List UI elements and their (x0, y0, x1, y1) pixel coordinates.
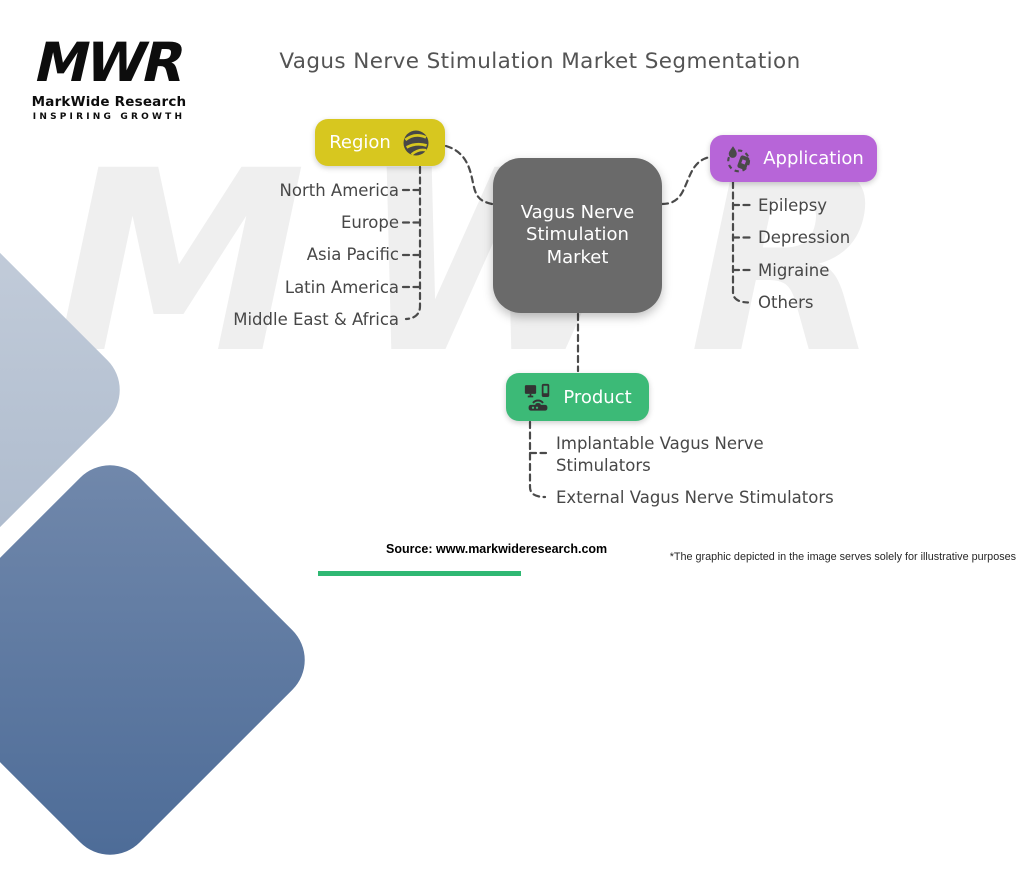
logo-mark: MWR (28, 31, 190, 94)
logo-tagline: INSPIRING GROWTH (32, 112, 186, 122)
product-branch-line (528, 420, 547, 499)
infographic-canvas: MWR MWR MarkWide Research INSPIRING GROW… (0, 31, 1016, 872)
page-title: Vagus Nerve Stimulation Market Segmentat… (279, 49, 801, 74)
application-node: Application (710, 135, 877, 182)
center-node-label: Vagus Nerve Stimulation Market (520, 201, 635, 268)
application-node-label: Application (763, 148, 864, 169)
product-node-label: Product (563, 386, 632, 408)
region-item: Middle East & Africa (233, 309, 399, 329)
application-item-list: Epilepsy Depression Migraine Others (758, 189, 850, 319)
center-node: Vagus Nerve Stimulation Market (493, 158, 662, 313)
source-text: Source: www.markwideresearch.com (386, 542, 608, 556)
logo-name: MarkWide Research (31, 94, 187, 110)
globe-icon (403, 130, 429, 155)
region-item: Latin America (284, 277, 399, 297)
product-node: Product (506, 373, 649, 421)
product-item: Implantable Vagus Nerve Stimulators (556, 434, 764, 475)
application-item: Depression (758, 228, 851, 248)
region-node: Region (315, 119, 445, 166)
disclaimer-text: *The graphic depicted in the image serve… (669, 551, 1016, 563)
product-item: External Vagus Nerve Stimulators (556, 488, 834, 507)
region-item: Asia Pacific (306, 245, 399, 265)
region-item-list: North America Europe Asia Pacific Latin … (233, 174, 399, 335)
decor-diamond-blue (0, 447, 323, 872)
medical-application-icon (727, 145, 751, 172)
application-item: Migraine (758, 260, 830, 280)
region-node-label: Region (329, 132, 391, 153)
devices-icon (525, 383, 550, 411)
region-item: Europe (340, 212, 399, 232)
region-item: North America (279, 180, 399, 200)
logo: MWR MarkWide Research INSPIRING GROWTH (26, 31, 192, 122)
bottom-accent-bar (318, 571, 521, 576)
application-item: Others (758, 293, 814, 313)
application-item: Epilepsy (758, 195, 828, 215)
